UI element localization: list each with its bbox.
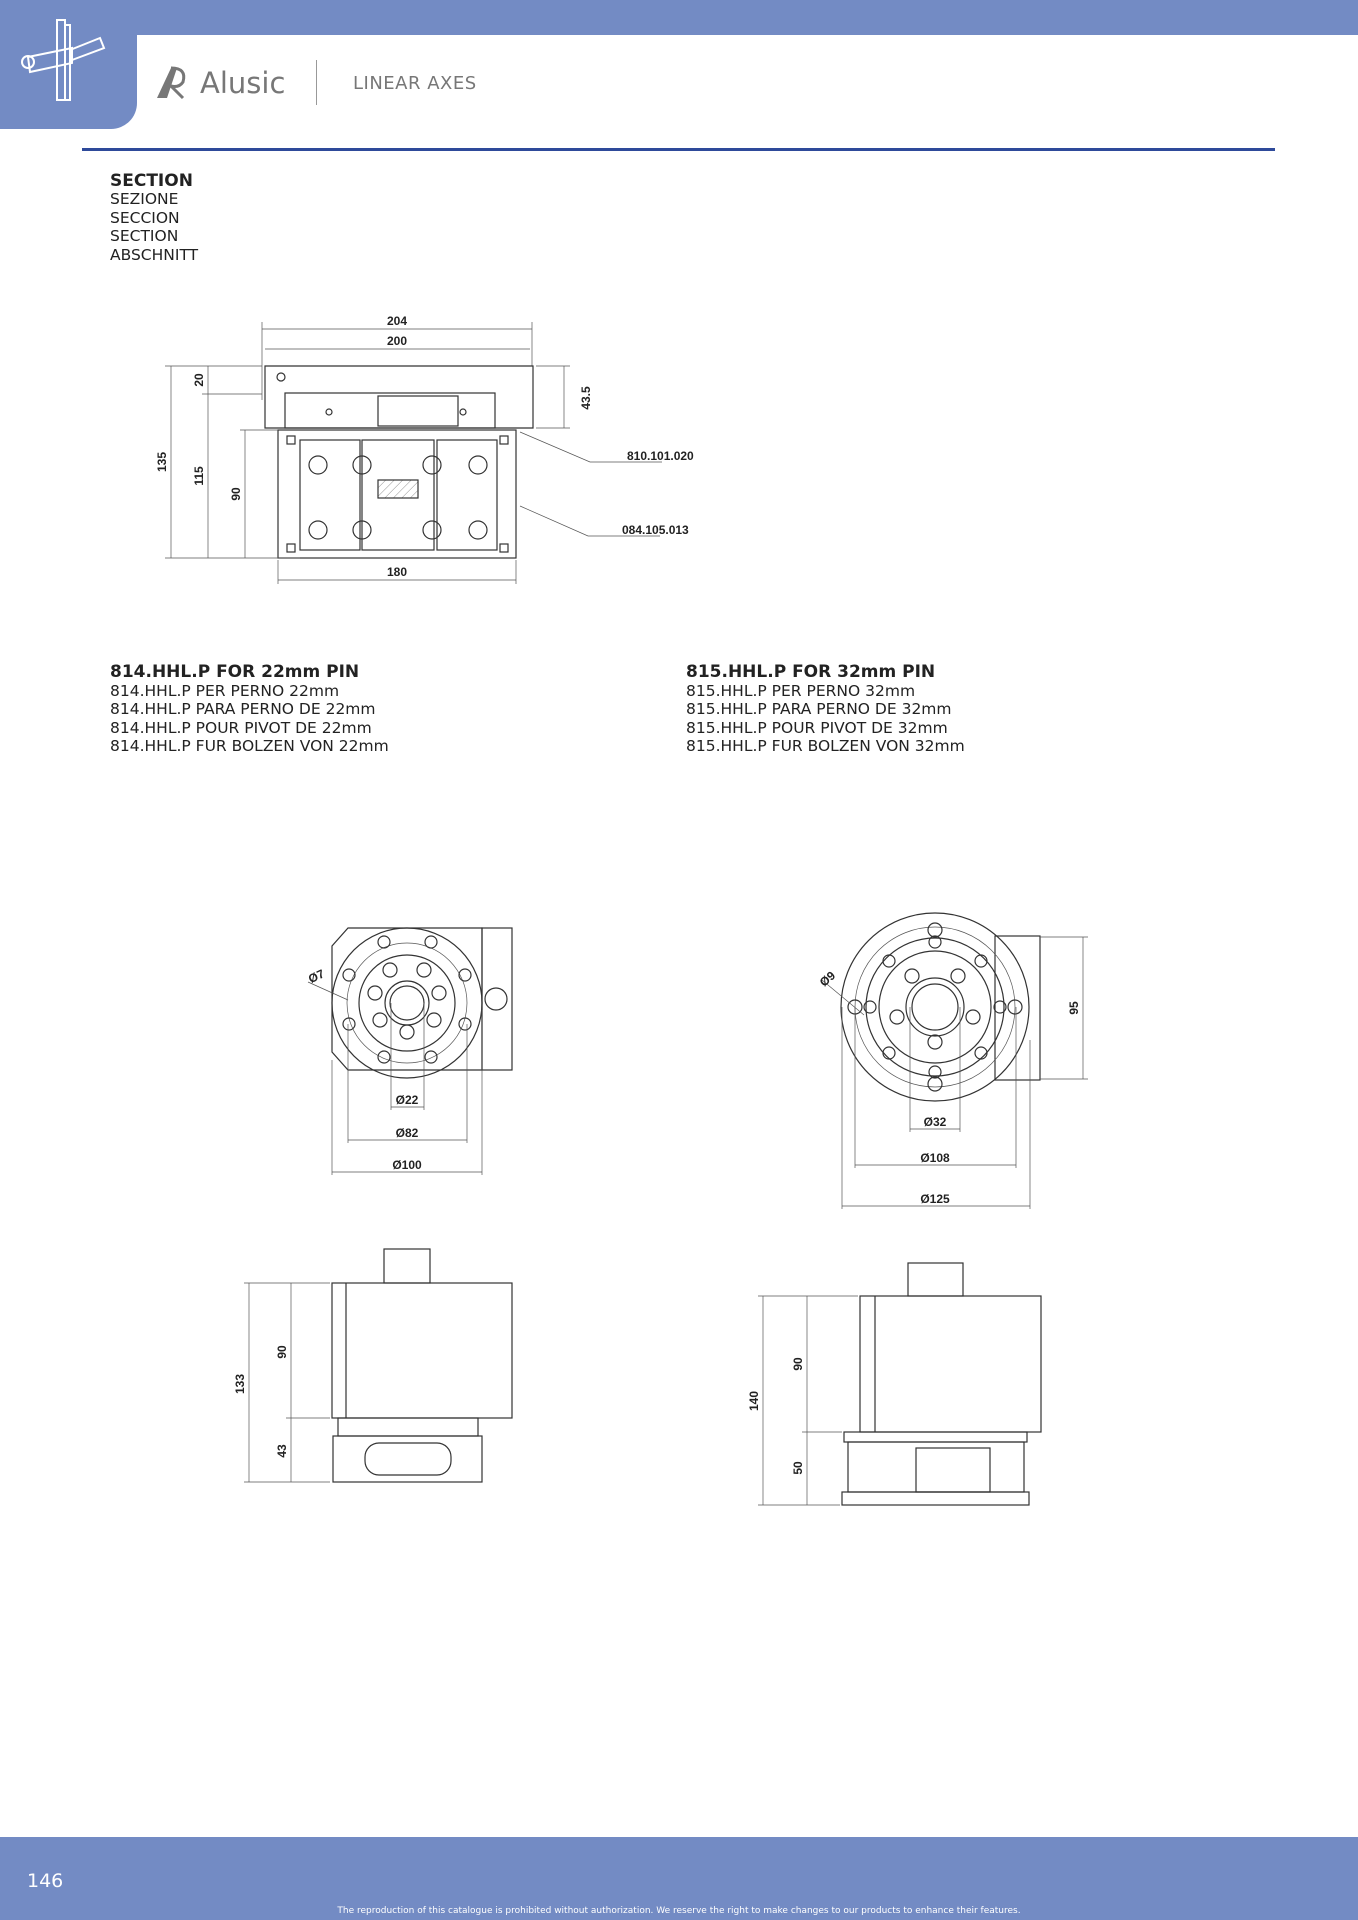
part-number-profile: 084.105.013 bbox=[622, 523, 689, 537]
dim-20: 20 bbox=[192, 373, 206, 387]
page-number: 146 bbox=[27, 1870, 64, 1892]
dim-hole-7: Ø7 bbox=[306, 967, 327, 987]
dim-total-133: 133 bbox=[233, 1374, 247, 1394]
right-product-translation: 815.HHL.P PARA PERNO DE 32mm bbox=[686, 700, 952, 719]
dim-180: 180 bbox=[387, 565, 407, 579]
dim-200: 200 bbox=[387, 334, 407, 348]
section-title: SECTION bbox=[110, 171, 193, 191]
part-number-carriage: 810.101.020 bbox=[627, 449, 694, 463]
header-divider bbox=[316, 60, 317, 105]
section-translation: SECCION bbox=[110, 208, 180, 227]
dim-90: 90 bbox=[229, 487, 243, 501]
right-product-translation: 815.HHL.P POUR PIVOT DE 32mm bbox=[686, 718, 948, 737]
footer-band bbox=[0, 1837, 1358, 1920]
left-product-translation: 814.HHL.P PER PERNO 22mm bbox=[110, 682, 340, 700]
right-side-view: 140 90 50 bbox=[747, 1262, 1042, 1506]
left-product-title: 814.HHL.P FOR 22mm PIN bbox=[110, 662, 360, 682]
left-top-view: Ø7 Ø22 Ø82 Ø100 bbox=[306, 927, 513, 1175]
dim-hole-9: Ø9 bbox=[817, 968, 839, 989]
right-product-translation: 815.HHL.P PER PERNO 32mm bbox=[686, 682, 916, 700]
dim-outer-100: Ø100 bbox=[392, 1158, 422, 1172]
header-band bbox=[0, 0, 1358, 35]
left-product-heading: 814.HHL.P FOR 22mm PIN 814.HHL.P PER PER… bbox=[110, 662, 389, 756]
dim-base-50: 50 bbox=[791, 1461, 805, 1475]
dim-total-140: 140 bbox=[747, 1391, 761, 1411]
section-translation: SEZIONE bbox=[110, 190, 179, 209]
header-tab bbox=[0, 0, 137, 129]
section-drawing: 204 200 180 135 115 20 90 43.5 810.101.0… bbox=[155, 314, 694, 584]
right-product-title: 815.HHL.P FOR 32mm PIN bbox=[686, 662, 936, 682]
right-product-heading: 815.HHL.P FOR 32mm PIN 815.HHL.P PER PER… bbox=[686, 662, 965, 756]
dim-204: 204 bbox=[387, 314, 407, 328]
dim-base-43: 43 bbox=[275, 1444, 289, 1458]
right-top-view: Ø9 95 Ø32 Ø108 Ø125 bbox=[817, 912, 1088, 1209]
left-side-view: 133 90 43 bbox=[233, 1248, 513, 1483]
dim-outer-125: Ø125 bbox=[920, 1192, 950, 1206]
dim-bolt-circle-108: Ø108 bbox=[920, 1151, 950, 1165]
linear-axis-icon bbox=[21, 19, 106, 101]
left-product-translation: 814.HHL.P POUR PIVOT DE 22mm bbox=[110, 718, 372, 737]
dim-135: 135 bbox=[155, 452, 169, 472]
dim-bolt-circle-82: Ø82 bbox=[396, 1126, 419, 1140]
section-heading: SECTION SEZIONE SECCION SECTION ABSCHNIT… bbox=[110, 172, 198, 264]
left-product-translation: 814.HHL.P FUR BOLZEN VON 22mm bbox=[110, 737, 389, 756]
left-product-translation: 814.HHL.P PARA PERNO DE 22mm bbox=[110, 700, 376, 719]
right-product-translation: 815.HHL.P FUR BOLZEN VON 32mm bbox=[686, 737, 965, 756]
dim-115: 115 bbox=[192, 466, 206, 486]
footer-notice: The reproduction of this catalogue is pr… bbox=[337, 1906, 1021, 1916]
section-translation: SECTION bbox=[110, 227, 179, 246]
header-rule bbox=[82, 148, 1275, 151]
dim-pin-32: Ø32 bbox=[924, 1115, 947, 1129]
dim-43-5: 43.5 bbox=[579, 386, 593, 410]
header-card bbox=[137, 35, 1358, 155]
brand-logo: Alusic bbox=[200, 66, 286, 100]
dim-body-90: 90 bbox=[791, 1357, 805, 1371]
dim-body-90: 90 bbox=[275, 1345, 289, 1359]
dim-pin-22: Ø22 bbox=[396, 1093, 419, 1107]
alusic-logo-icon bbox=[157, 66, 186, 100]
section-translation: ABSCHNITT bbox=[110, 245, 199, 264]
dim-height-95: 95 bbox=[1067, 1001, 1081, 1015]
header-category: LINEAR AXES bbox=[353, 73, 477, 94]
